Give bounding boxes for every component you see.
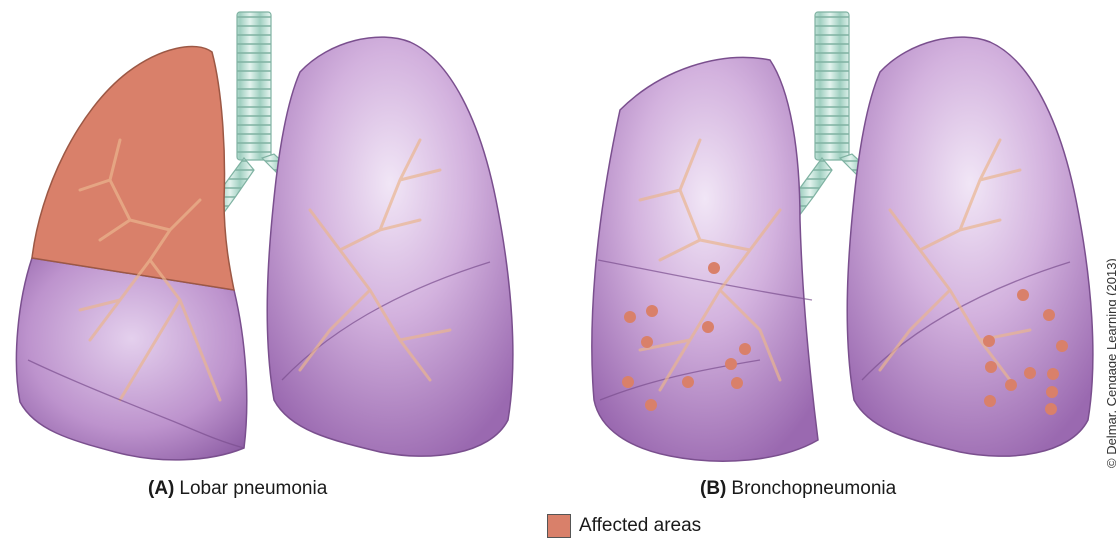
affected-spot xyxy=(641,336,653,348)
affected-spot xyxy=(1046,386,1058,398)
affected-spot xyxy=(1043,309,1055,321)
affected-spot xyxy=(985,361,997,373)
affected-spot xyxy=(1017,289,1029,301)
affected-spot xyxy=(1045,403,1057,415)
copyright-credit: © Delmar, Cengage Learning (2013) xyxy=(1104,258,1116,468)
affected-spot xyxy=(725,358,737,370)
affected-spot xyxy=(983,335,995,347)
legend: Affected areas xyxy=(547,514,701,538)
affected-spot xyxy=(624,311,636,323)
trachea xyxy=(815,12,849,160)
affected-spot xyxy=(622,376,634,388)
affected-spot xyxy=(1024,367,1036,379)
affected-spot xyxy=(702,321,714,333)
lung-a-left-lower-lobe xyxy=(16,258,246,460)
trachea xyxy=(237,12,271,160)
affected-upper-lobe xyxy=(32,46,234,290)
lung-b-left xyxy=(592,57,818,461)
lung-a-right xyxy=(267,37,513,456)
affected-spot xyxy=(731,377,743,389)
caption-b-letter: (B) xyxy=(700,478,726,499)
caption-panel-a: (A)Lobar pneumonia xyxy=(148,478,327,500)
affected-spot xyxy=(682,376,694,388)
affected-spot xyxy=(984,395,996,407)
caption-panel-b: (B)Bronchopneumonia xyxy=(700,478,896,500)
caption-b-title: Bronchopneumonia xyxy=(731,478,896,499)
affected-spot xyxy=(645,399,657,411)
affected-spot xyxy=(708,262,720,274)
caption-a-title: Lobar pneumonia xyxy=(179,478,327,499)
panel-a-lungs xyxy=(16,12,512,460)
affected-spot xyxy=(739,343,751,355)
caption-a-letter: (A) xyxy=(148,478,174,499)
legend-label: Affected areas xyxy=(579,515,701,537)
legend-swatch xyxy=(547,514,571,538)
affected-spot xyxy=(1056,340,1068,352)
panel-b-lungs xyxy=(592,12,1093,461)
affected-spot xyxy=(1005,379,1017,391)
affected-spot xyxy=(646,305,658,317)
affected-spot xyxy=(1047,368,1059,380)
